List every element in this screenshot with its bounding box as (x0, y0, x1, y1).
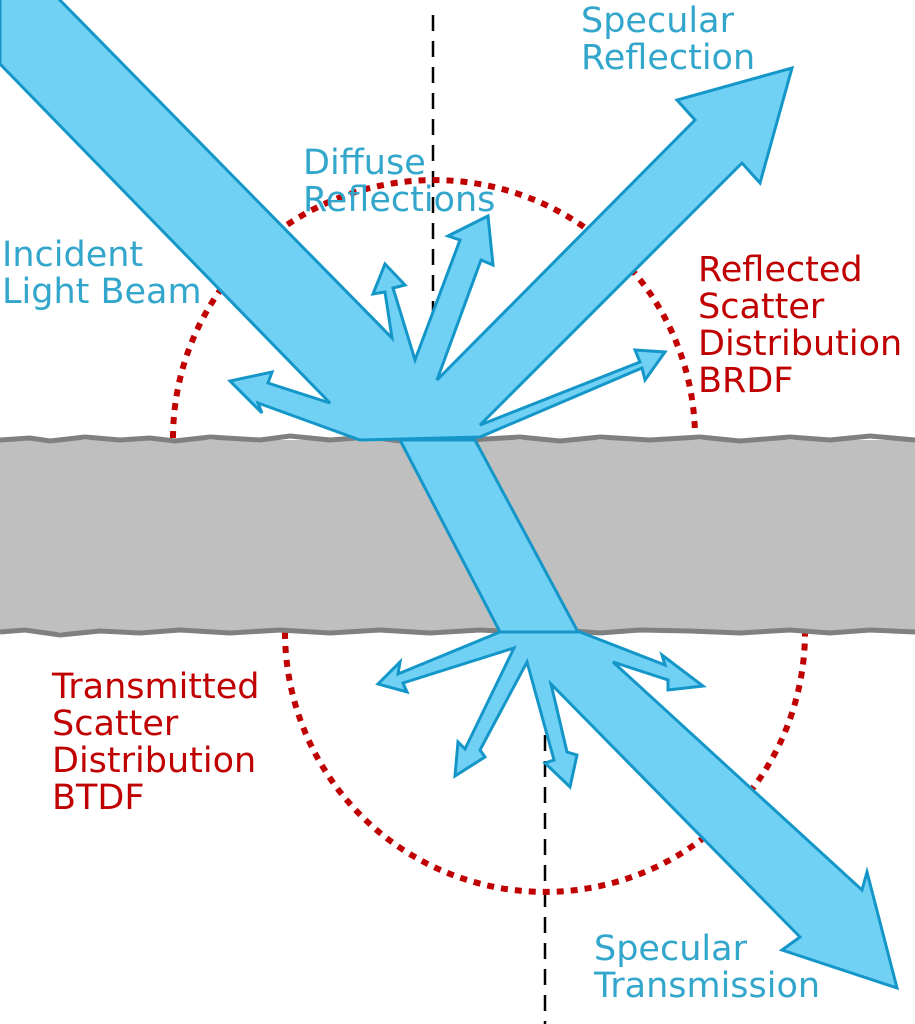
label-brdf-line4: BRDF (698, 361, 793, 401)
label-diffuse-line1: Diffuse (303, 143, 426, 183)
label-btdf-line1: Transmitted (51, 667, 260, 707)
label-btdf-line2: Scatter (52, 704, 179, 744)
label-incident-line2: Light Beam (2, 272, 202, 312)
label-brdf-line2: Scatter (698, 287, 825, 327)
label-brdf-line1: Reflected (698, 250, 863, 290)
label-specular-reflection-line2: Reflection (581, 38, 755, 78)
incident-and-reflected-beams (0, 0, 795, 442)
label-specular-transmission-line2: Transmission (593, 966, 820, 1006)
label-specular-reflection-line1: Specular (581, 1, 735, 41)
label-brdf-line3: Distribution (698, 324, 902, 364)
btdf-distribution-outline (282, 631, 808, 895)
label-specular-transmission-line1: Specular (594, 929, 748, 969)
label-incident-line1: Incident (2, 235, 143, 275)
label-diffuse-line2: Reflections (303, 180, 495, 220)
label-btdf-line4: BTDF (52, 778, 144, 818)
transmitted-beams (375, 630, 900, 991)
label-btdf-line3: Distribution (52, 741, 256, 781)
slab-bottom-edge (0, 627, 915, 638)
brdf-distribution-outline (170, 177, 698, 439)
